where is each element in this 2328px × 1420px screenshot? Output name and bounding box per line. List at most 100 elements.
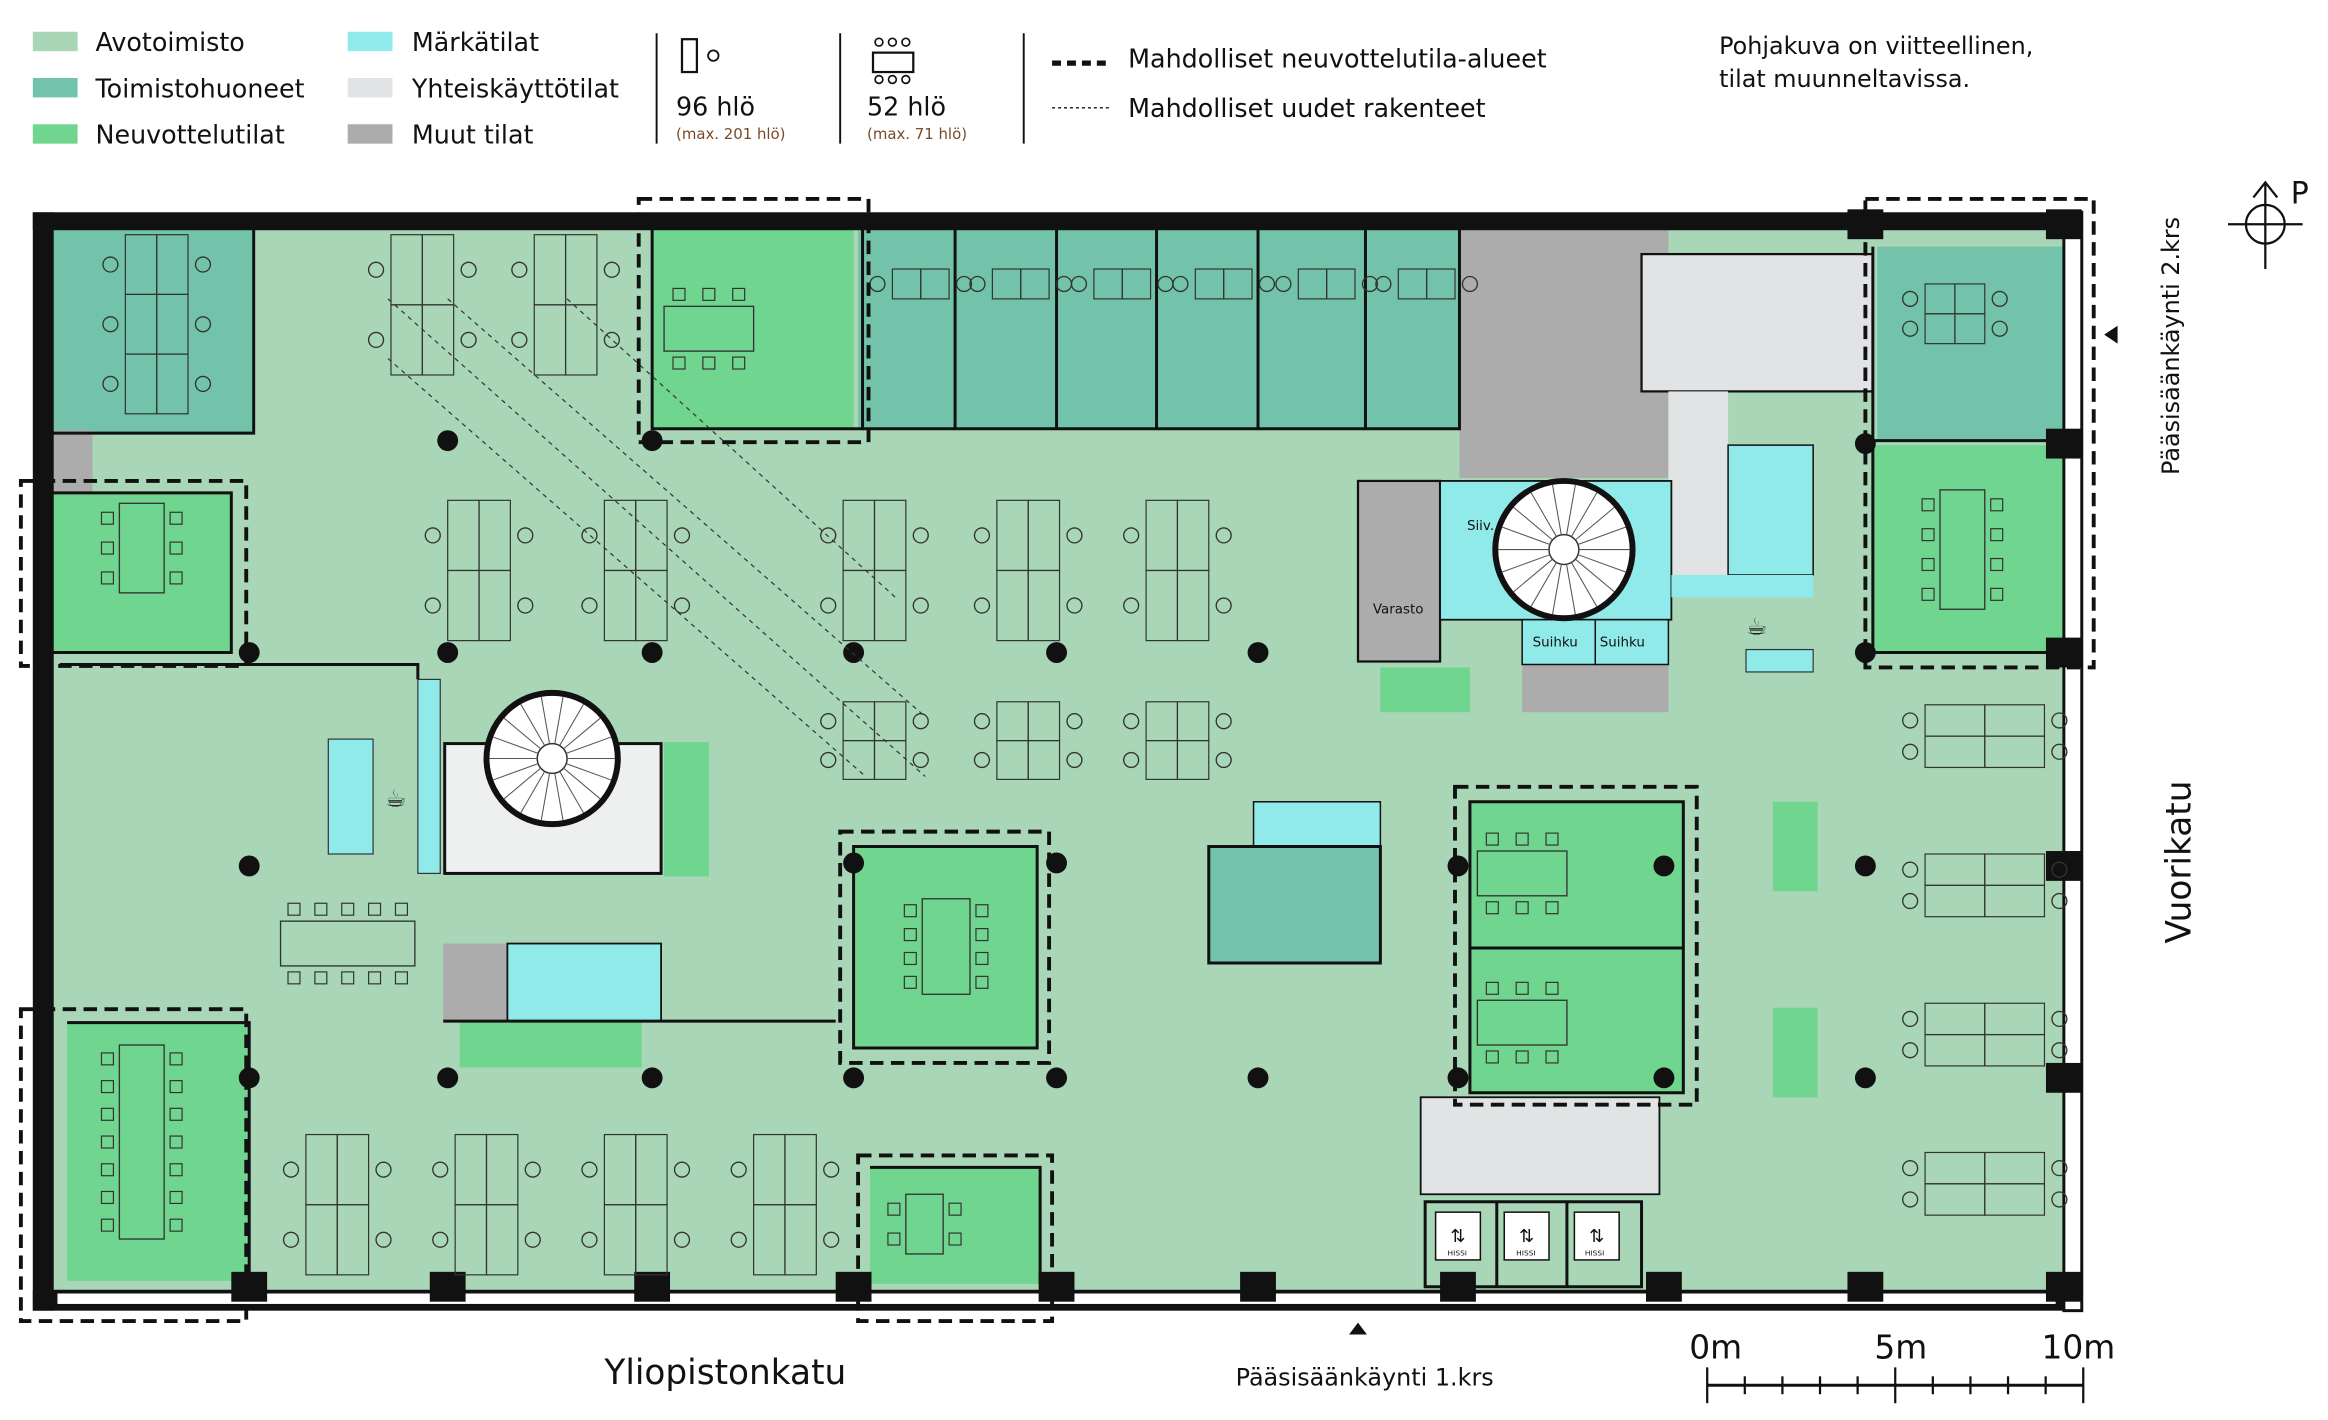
column (843, 642, 865, 663)
chair (511, 331, 528, 349)
chair (955, 275, 973, 293)
legend-line-label: Mahdolliset neuvottelutila-alueet (1128, 44, 1547, 74)
legend-label: Muut tilat (412, 120, 534, 150)
chair (424, 597, 441, 614)
meeting-room (52, 492, 232, 653)
stair-step (1502, 526, 1551, 545)
chair (1902, 320, 1919, 337)
column (1240, 1271, 1276, 1302)
chair (460, 261, 477, 278)
room-label-siivous: Siiv. (1467, 519, 1494, 534)
kitchen-counter (417, 678, 441, 875)
stair-step (493, 736, 539, 754)
chair (194, 375, 212, 393)
spiral-staircase (483, 689, 621, 828)
entrance-marker-icon (1349, 1322, 1367, 1335)
chair (1485, 1050, 1499, 1064)
chair (1545, 1050, 1559, 1064)
chair (287, 971, 301, 985)
column (1646, 1271, 1682, 1302)
stair-step (1575, 506, 1615, 541)
desk (1326, 268, 1356, 300)
chair (1066, 713, 1083, 730)
stair-step (1552, 564, 1562, 615)
column (843, 852, 865, 874)
chair (730, 1161, 747, 1178)
chair (820, 751, 837, 769)
chair (1485, 901, 1499, 915)
chair (903, 928, 917, 942)
chair (169, 1080, 183, 1094)
desk (1984, 1033, 2046, 1067)
disclaimer-line2: tilat muunneltavissa. (1719, 65, 1970, 93)
chair (367, 261, 385, 278)
chair (169, 1135, 183, 1149)
chair (169, 511, 183, 525)
desk (1984, 1183, 2046, 1216)
stair-step (565, 763, 612, 781)
chair (100, 1107, 115, 1121)
desk (1176, 569, 1210, 642)
chair (432, 1231, 449, 1248)
chair (100, 571, 115, 585)
chair (100, 1135, 115, 1149)
column (1046, 852, 1067, 874)
desk (1426, 268, 1456, 300)
chair (672, 287, 686, 301)
chair (1361, 275, 1379, 293)
stair-step (559, 703, 584, 746)
chair (1070, 275, 1088, 293)
elevator: ⇅HISSI (1503, 1211, 1550, 1261)
wc-room (1252, 801, 1382, 848)
chair (702, 287, 716, 301)
room-label-suihku: Suihku (1600, 636, 1645, 651)
chair (820, 597, 837, 614)
chair (912, 751, 929, 769)
office-room (858, 227, 1460, 429)
column (1653, 1067, 1675, 1089)
north-arrow-icon (2228, 180, 2303, 270)
chair (975, 904, 989, 918)
stair-step (563, 767, 601, 800)
chair (673, 527, 691, 544)
svg-text:HISSI: HISSI (1585, 1248, 1604, 1257)
stair-step (554, 773, 564, 821)
column (238, 855, 260, 877)
meeting-table (663, 305, 755, 352)
stair-step (493, 763, 539, 781)
stair-step (554, 696, 564, 744)
chair (517, 527, 534, 544)
corridor (1668, 391, 1729, 575)
chair (368, 971, 382, 985)
interior-walls (52, 227, 2064, 1289)
column (843, 1067, 865, 1089)
structural-columns (231, 209, 2082, 1302)
stair-step (1530, 562, 1557, 607)
meeting-room (870, 1167, 1041, 1284)
column (429, 1271, 466, 1302)
chair (2051, 743, 2068, 760)
legend-label: Märkätilat (412, 27, 539, 57)
desk (156, 353, 189, 415)
desk (784, 1204, 817, 1276)
technical-room (443, 943, 508, 1022)
meeting-table (279, 920, 416, 967)
stair-step (1566, 484, 1576, 535)
chair (524, 1161, 541, 1178)
chair (524, 1231, 541, 1248)
chair (975, 951, 989, 966)
chair (1066, 527, 1083, 544)
chair (975, 928, 989, 942)
chair (973, 597, 991, 614)
column (238, 642, 260, 663)
chair (375, 1161, 392, 1178)
column (1653, 855, 1675, 877)
storage-room (1356, 479, 1442, 663)
column (437, 1067, 459, 1089)
desk (635, 569, 668, 642)
chair (1515, 981, 1529, 995)
meeting-room (67, 1022, 250, 1281)
service-core (1459, 227, 1669, 478)
column (2045, 1062, 2082, 1093)
desk (1984, 884, 2046, 918)
